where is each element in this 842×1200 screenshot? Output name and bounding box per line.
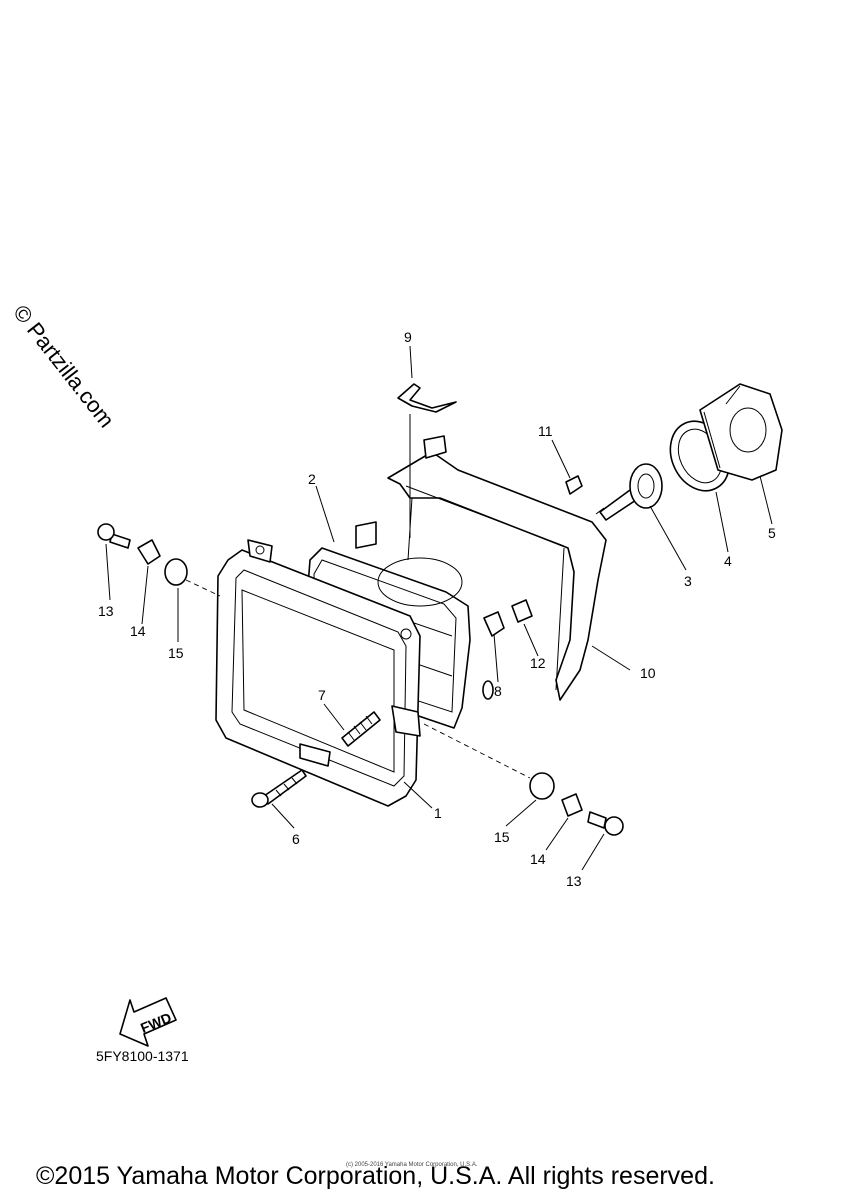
small-print: (c) 2005-2016 Yamaha Motor Corporation, … [346,1162,478,1168]
callout-12: 12 [530,655,546,671]
callout-11: 11 [538,423,553,439]
callout-1: 1 [434,805,442,821]
callout-6: 6 [292,831,300,847]
callout-10: 10 [640,665,656,681]
grommet-right [529,772,555,800]
drawing-code: 5FY8100-1371 [96,1048,189,1064]
callout-8: 8 [494,683,502,699]
headlight-rim [215,539,421,807]
callout-5: 5 [768,525,776,541]
callout-15-left: 15 [168,645,184,661]
grommet-left [164,558,188,586]
callout-13-left: 13 [98,603,114,619]
callout-3: 3 [684,573,692,589]
collar [511,599,533,623]
callout-13-right: 13 [566,873,582,889]
callout-14-right: 14 [530,851,546,867]
copyright-notice: ©2015 Yamaha Motor Corporation, U.S.A. A… [36,1162,715,1190]
callout-9: 9 [404,329,412,345]
headlight-bracket [387,435,607,701]
bolt-right [587,811,624,836]
nut-clip [483,611,505,637]
collar-left [137,539,161,565]
bolt-left [97,523,131,549]
callout-15-right: 15 [494,829,510,845]
callout-7: 7 [318,687,326,703]
headlight-bulb [595,463,663,521]
adjusting-spring [341,711,381,747]
bulb-cover [699,383,783,481]
fwd-arrow-icon: FWD [119,997,177,1047]
clip [397,383,457,413]
callout-4: 4 [724,553,732,569]
socket-pin [565,475,583,495]
collar-right [561,793,583,817]
callout-14-left: 14 [130,623,146,639]
adjusting-screw [251,769,307,808]
callout-2: 2 [308,471,316,487]
